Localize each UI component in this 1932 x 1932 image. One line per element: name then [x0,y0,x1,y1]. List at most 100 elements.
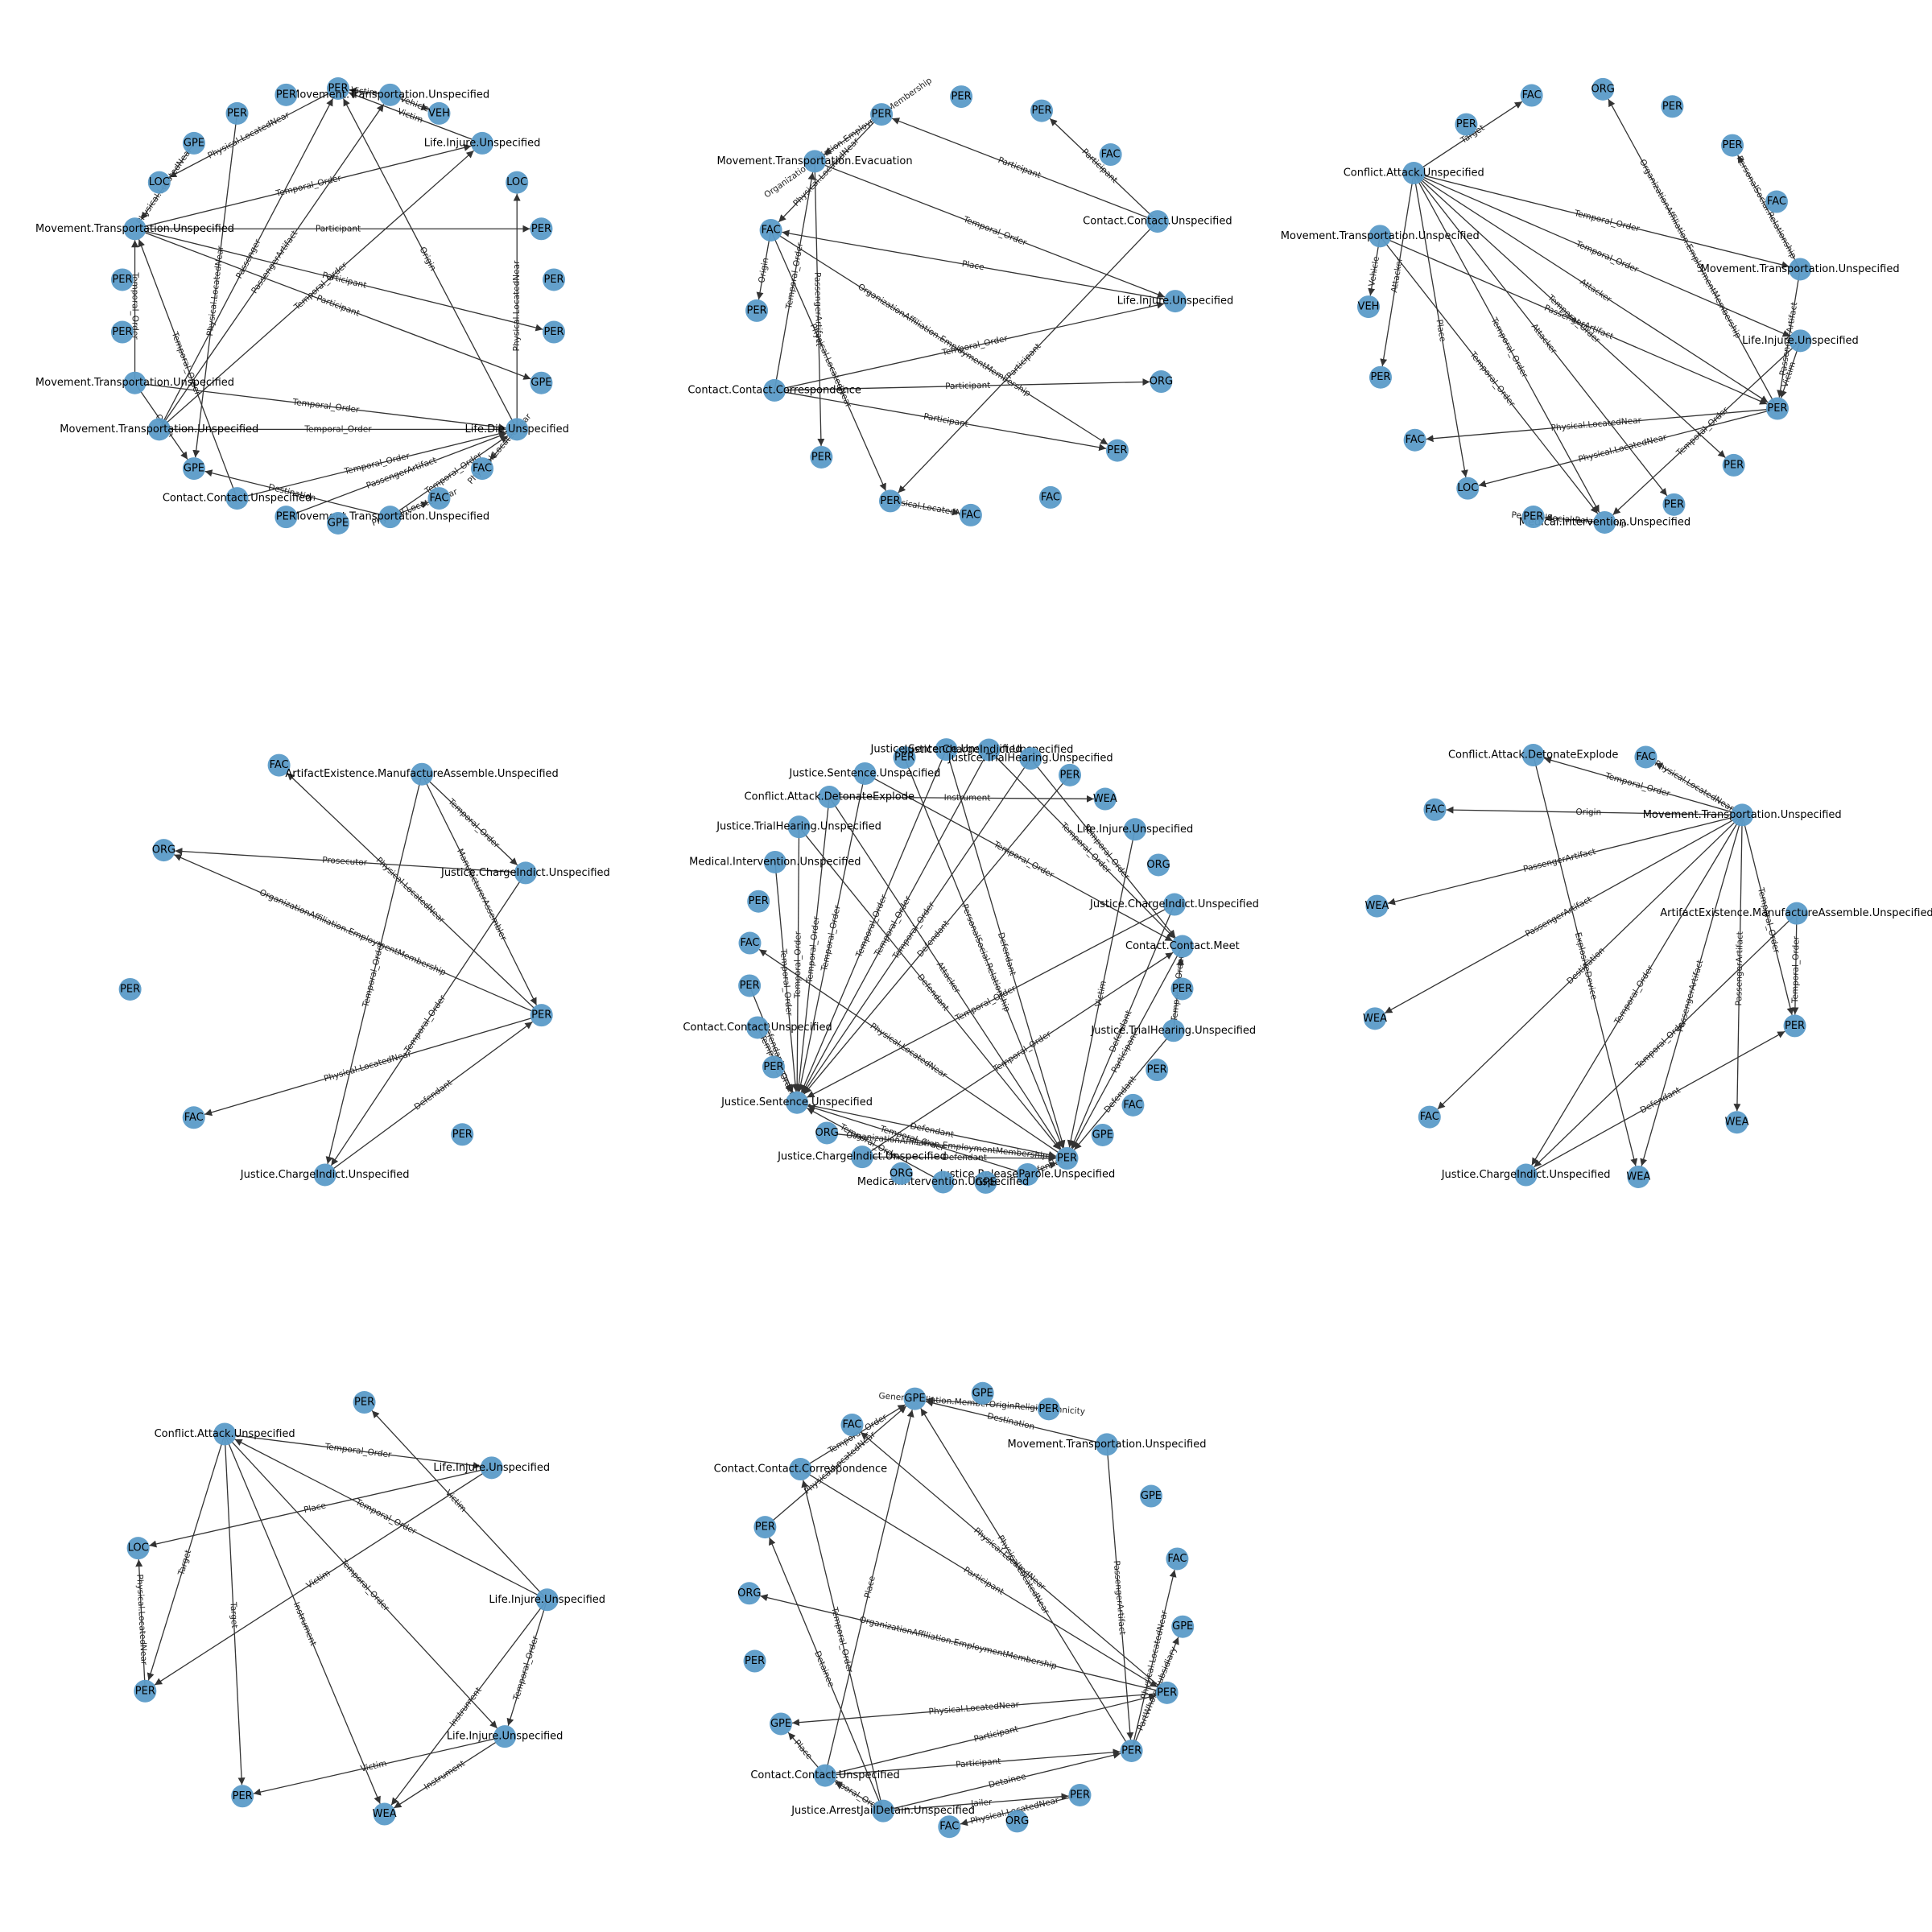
edge-label: Place [792,1738,814,1761]
edge [861,952,1174,1158]
edge-label: Jailer [970,1798,993,1809]
edge-label: Instrument [448,1686,483,1728]
node-label: PER [543,274,564,286]
node-label: Contact.Contact.Correspondence [714,1463,887,1476]
node [1514,1163,1538,1187]
edge-label: Defendant [943,1153,987,1162]
edge [174,854,542,1016]
node [225,487,249,510]
node-label: FAC [740,937,759,949]
node-label: PER [1121,1744,1141,1757]
node-label: Movement.Transportation.Unspecified [291,511,489,523]
edge [1737,155,1801,270]
node [1418,1105,1441,1129]
node [763,378,786,402]
node [1162,1019,1185,1042]
edge-label: PassengerArtifact [1112,1560,1127,1635]
node-label: FAC [961,509,980,521]
node [1121,1093,1145,1117]
graph-8-edge-labels: JailerDetaineeParticipantParticipantPhys… [792,1391,1179,1827]
node [378,83,402,106]
edge-label: Temporal_Order [1756,886,1781,955]
edge-label: Temporal_Order [446,796,502,850]
edge [827,1132,1056,1161]
edge-label: Temporal_Order [291,397,361,415]
graph-4-edges [174,772,543,1176]
node-label: FAC [270,759,289,771]
node-label: Justice.ChargeIndict.Unspecified [240,1169,410,1181]
node-label: ORG [1005,1815,1029,1827]
node [1520,84,1543,107]
node-label: Life.Die.Unspecified [465,423,569,436]
graph-5-edges [749,749,1184,1183]
node [1068,1783,1092,1806]
graph-6-edges [1384,754,1799,1176]
node [1055,1147,1079,1170]
edge [774,390,1107,452]
edge-label: Target [228,1601,239,1629]
edge [778,114,882,223]
edge [803,774,1071,1095]
node [1059,763,1082,786]
edge-label: Victim [360,1759,388,1774]
node-label: Justice.ChargeIndict.Unspecified [777,1151,947,1163]
node [738,931,762,955]
node-label: PER [1059,769,1080,781]
node [1789,329,1812,353]
edge-label: Temporal_Order [511,1634,541,1703]
edge [421,774,538,1005]
node-label: PER [894,752,914,764]
node-label: Contact.Contact.Unspecified [1083,216,1232,228]
edge [237,430,506,499]
node [1099,143,1122,167]
node-label: PER [276,89,296,101]
node-label: PER [1038,1403,1059,1415]
edge-label: PassengerArtifact [1522,847,1597,874]
edge [796,1102,1056,1158]
edge [1413,172,1668,497]
edge-label: Attacker [1389,257,1405,294]
edge [883,1793,1069,1812]
node-label: FAC [473,463,492,475]
node-label: GPE [184,137,204,149]
edge-label: Temporal_Order [353,1497,419,1537]
node-label: GPE [1092,1129,1113,1141]
edge-label: Prosecutor [322,856,368,869]
node-label: ORG [152,844,175,857]
node [373,1802,396,1826]
node [803,150,827,173]
node-label: PER [880,495,900,507]
node-label: FAC [1101,149,1121,161]
node [759,218,782,242]
node [1139,1484,1162,1508]
edge [204,469,390,518]
graph-7: Temporal_OrderInstrumentInstrumentVictim… [126,1391,605,1826]
edge [159,150,474,430]
edge [224,1434,498,1729]
node [1357,295,1381,319]
edge [1437,814,1743,1110]
node [1765,190,1788,213]
edge-label: Attacker [1578,277,1613,304]
node [451,1123,474,1146]
node [1150,370,1173,394]
edge [803,758,1031,1094]
node-label: ORG [1150,376,1173,388]
node-label: PER [747,304,767,316]
node [182,131,205,155]
node [1593,510,1616,534]
edge [175,848,526,874]
edge-label: Temporal_Order [793,931,803,999]
node [935,738,958,762]
node [471,457,494,481]
edge-label: Attacker [1530,322,1559,357]
node-label: PER [1785,1020,1805,1032]
edge [1655,762,1743,815]
node [959,503,982,526]
edge-label: Origin [757,257,770,283]
edge-label: Temporal_Order [324,1442,393,1460]
node [1120,1739,1143,1762]
node [893,746,916,770]
node-label: GPE [904,1393,925,1405]
node [1146,1059,1169,1082]
